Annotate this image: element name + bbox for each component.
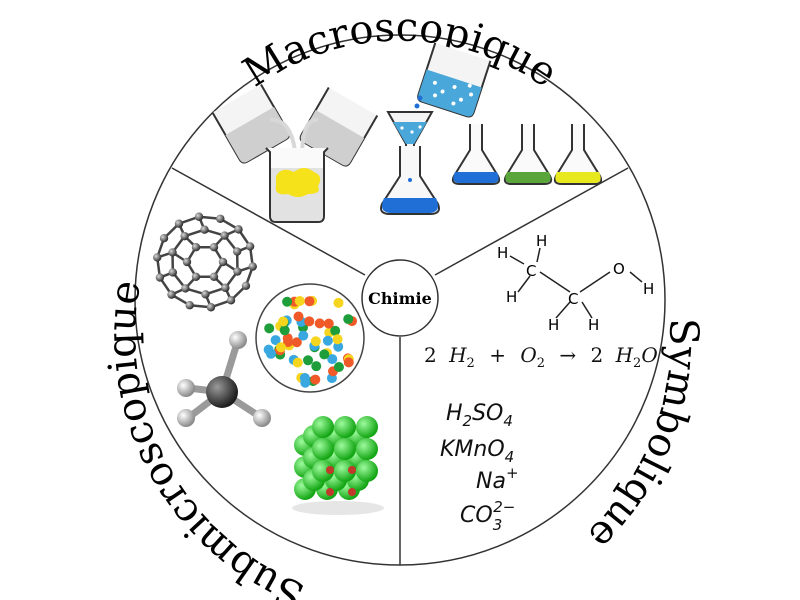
center-label: Chimie <box>368 289 432 308</box>
formula-permanganate: KMnO4 <box>440 437 514 466</box>
atom-h-left: H <box>506 288 517 306</box>
atom-h-c2-right: H <box>588 316 599 334</box>
atom-c1: C <box>526 262 536 280</box>
formula-carbonate-ion: CO32− <box>460 498 515 534</box>
filtration-illustration <box>380 42 492 215</box>
flask-blue <box>451 124 501 185</box>
atom-c2: C <box>568 290 578 308</box>
atom-h-top-left: H <box>497 244 508 262</box>
yellow-precipitate <box>275 168 321 197</box>
formula-list: H2SO4 KMnO4 Na+ CO32− <box>440 401 519 534</box>
formula-sodium-ion: Na+ <box>476 464 519 494</box>
atom-h-o-label: H <box>643 280 654 298</box>
particle-circle <box>255 283 365 393</box>
atom-o: O <box>613 260 625 278</box>
flask-yellow <box>553 124 603 185</box>
label-macroscopic: Macroscopique <box>235 4 565 96</box>
ethanol-structure: H H C H C H H O H <box>497 232 654 334</box>
crystal-lattice <box>292 416 384 515</box>
divider-left <box>171 167 366 276</box>
reaction-equation: 2 H2 + O2 → 2 H2O <box>424 343 658 372</box>
beakers-mixing-illustration <box>211 83 379 223</box>
colored-flasks <box>451 124 603 185</box>
atom-h-top: H <box>536 232 547 250</box>
center-circle <box>361 259 439 337</box>
flask-green <box>503 124 553 185</box>
fullerene-molecule <box>153 212 257 312</box>
divider-right <box>434 167 629 276</box>
formula-sulfuric-acid: H2SO4 <box>446 401 513 430</box>
atom-h-c2-left: H <box>548 316 559 334</box>
methane-ball-stick <box>177 331 271 427</box>
